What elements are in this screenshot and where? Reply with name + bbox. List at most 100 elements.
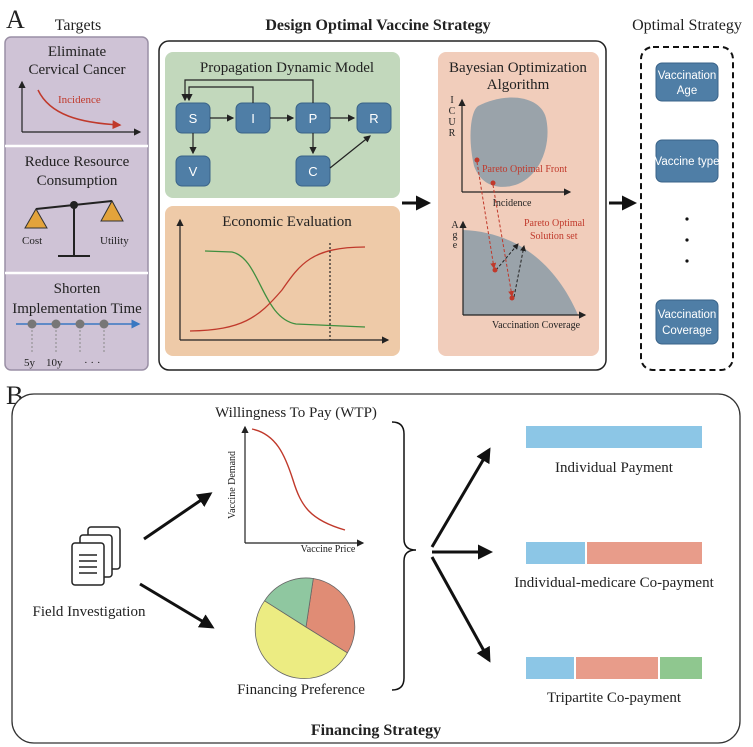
pie-slice-yellow (254, 600, 348, 679)
svg-text:Coverage: Coverage (662, 325, 712, 337)
field-to-wtp-arrow (143, 492, 213, 541)
node-I: I (235, 102, 271, 134)
pie-slice-green (264, 577, 314, 628)
target-shorten-time: Shorten Implementation Time 5y 10y · · · (12, 281, 142, 369)
timeline-dot (75, 319, 85, 329)
svg-text:S: S (189, 111, 198, 126)
optimal-frame (640, 46, 734, 371)
svg-text:Vaccination: Vaccination (658, 70, 717, 82)
pareto-point (490, 180, 496, 186)
utility-label: Utility (100, 235, 129, 247)
wtp-y-label: Vaccine Demand (227, 451, 238, 519)
financing-strategy-title: Financing Strategy (311, 722, 441, 739)
svg-text:V: V (189, 164, 198, 179)
mapping-arrows (476, 161, 526, 298)
pareto-point (474, 157, 480, 163)
copayment-label: Individual-medicare Co-payment (514, 575, 714, 591)
timeline-dot (27, 319, 37, 329)
incidence-curve (37, 89, 122, 130)
wtp-demand-curve (251, 428, 346, 531)
solution-point (492, 267, 498, 273)
target1-line1: Eliminate (48, 44, 107, 60)
economic-decline-curve (204, 250, 366, 328)
node-S: S (175, 102, 211, 134)
target1-line2: Cervical Cancer (28, 62, 125, 78)
timeline-dot (51, 319, 61, 329)
icur-label-U: U (448, 117, 456, 128)
target2-line1: Reduce Resource (25, 154, 130, 170)
economic-title: Economic Evaluation (222, 214, 352, 230)
incidence-axis-label: Incidence (493, 198, 532, 209)
ellipsis-dot (685, 259, 689, 263)
financing-preference-label: Financing Preference (237, 682, 365, 698)
pareto-set-line1: Pareto Optimal (524, 218, 585, 229)
tripartite-bar-individual (526, 657, 574, 679)
node-P: P (295, 102, 331, 134)
optimal-vaccination-age: Vaccination Age (655, 62, 719, 102)
pareto-set-line2: Solution set (530, 231, 578, 242)
wtp-title: Willingness To Pay (WTP) (215, 405, 377, 421)
icur-label-R: R (449, 128, 456, 139)
solution-point (509, 295, 515, 301)
svg-text:Vaccination: Vaccination (658, 309, 717, 321)
node-R: R (356, 102, 392, 134)
incidence-label: Incidence (58, 94, 101, 106)
timeline-label-more: · · · (84, 357, 101, 369)
panel-a-letter: A (6, 5, 25, 34)
targets-header: Targets (55, 17, 102, 34)
pie-slice-salmon (305, 578, 356, 654)
brace-to-tripartite-arrow (430, 556, 491, 663)
financing-preference-pie (254, 577, 356, 679)
propagation-panel (165, 52, 400, 198)
timeline-dot (99, 319, 109, 329)
svg-text:Vaccine type: Vaccine type (655, 156, 720, 168)
node-V: V (175, 155, 211, 187)
pareto-front-label: Pareto Optimal Front (482, 164, 567, 175)
balance-scale-icon (24, 199, 124, 257)
bayes-title-line2: Algorithm (487, 77, 550, 93)
ellipsis-dot (685, 217, 689, 221)
ellipsis-dot (685, 238, 689, 242)
bayes-title-line1: Bayesian Optimization (449, 60, 587, 76)
design-title: Design Optimal Vaccine Strategy (265, 17, 490, 34)
age-label-g: g (453, 230, 458, 241)
wtp-x-label: Vaccine Price (301, 544, 356, 555)
optimal-header: Optimal Strategy (632, 17, 742, 34)
coverage-axis-label: Vaccination Coverage (492, 320, 581, 331)
node-C: C (295, 155, 331, 187)
brace-to-individual-arrow (430, 447, 491, 548)
svg-text:I: I (251, 111, 255, 126)
timeline-label-5y: 5y (24, 357, 36, 369)
timeline-label-10y: 10y (46, 357, 63, 369)
copayment-bar-medicare (587, 542, 702, 564)
age-label-A: A (451, 220, 459, 231)
financing-frame (11, 393, 741, 744)
target3-line2: Implementation Time (12, 301, 142, 317)
svg-text:Age: Age (677, 85, 697, 97)
cost-label: Cost (22, 235, 42, 247)
options-brace (391, 421, 417, 691)
economic-rise-curve (189, 246, 366, 332)
target3-line1: Shorten (54, 281, 101, 297)
icur-label-C: C (449, 106, 456, 117)
age-label-e: e (453, 240, 458, 251)
copayment-bar-individual (526, 542, 585, 564)
documents-icon (71, 526, 121, 586)
tripartite-bar-medicare (576, 657, 658, 679)
individual-payment-bar (526, 426, 702, 448)
target-reduce-resources: Reduce Resource Consumption Cost Utility (22, 154, 130, 257)
economic-panel (165, 206, 400, 356)
optimal-vaccination-coverage: Vaccination Coverage (655, 299, 719, 345)
svg-text:R: R (369, 111, 378, 126)
field-investigation-label: Field Investigation (33, 604, 146, 620)
target2-line2: Consumption (37, 173, 118, 189)
tripartite-label: Tripartite Co-payment (547, 690, 682, 706)
field-to-preference-arrow (139, 582, 215, 629)
individual-payment-label: Individual Payment (555, 460, 674, 476)
propagation-edges (181, 79, 371, 169)
propagation-title: Propagation Dynamic Model (200, 60, 374, 76)
icur-label-I: I (450, 95, 453, 106)
svg-text:C: C (308, 164, 317, 179)
icur-feasible-region (470, 97, 548, 187)
